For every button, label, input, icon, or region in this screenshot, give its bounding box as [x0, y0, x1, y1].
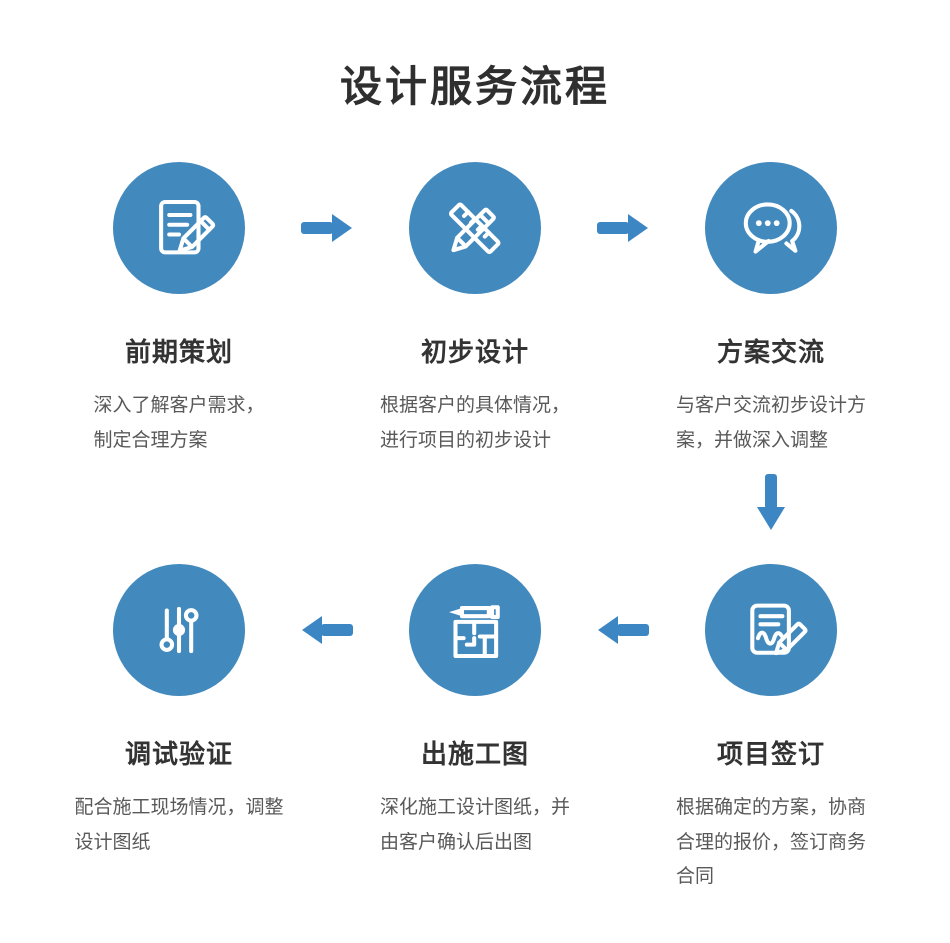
step-preliminary-design: 初步设计 根据客户的具体情况， 进行项目的初步设计: [355, 162, 595, 458]
step-title: 项目签订: [716, 739, 825, 770]
flow-connector-row: [0, 472, 950, 534]
flow-row-top: 前期策划 深入了解客户需求， 制定合理方案: [0, 162, 950, 458]
step-project-signing: 项目签订 根据确定的方案，协商 合理的报价，签订商务 合同: [651, 564, 891, 895]
step-circle: [409, 162, 541, 295]
floor-plan-pencil-icon: [449, 605, 500, 659]
arrow-left-icon: [299, 564, 355, 696]
step-title: 调试验证: [124, 739, 233, 770]
step-circle: [113, 162, 245, 295]
arrow-right-icon: [299, 162, 355, 294]
contract-signing-icon: [750, 603, 808, 656]
step-circle: [409, 564, 541, 697]
step-circle: [705, 564, 837, 697]
page-title: 设计服务流程: [339, 63, 610, 110]
step-description: 根据确定的方案，协商 合理的报价，签订商务 合同: [675, 797, 866, 888]
arrow-right-icon: [595, 162, 651, 294]
step-plan-communication: 方案交流 与客户交流初步设计方 案，并做深入调整: [651, 162, 891, 458]
step-description: 深化施工设计图纸，并 由客户确认后出图: [379, 797, 570, 853]
step-title: 前期策划: [124, 337, 233, 368]
step-title: 出施工图: [420, 739, 529, 770]
step-description: 与客户交流初步设计方 案，并做深入调整: [675, 395, 866, 451]
flow-row-bottom: 调试验证 配合施工现场情况，调整 设计图纸: [0, 564, 950, 895]
chat-bubbles-icon: [743, 202, 802, 254]
pencil-ruler-icon: [448, 202, 501, 255]
document-pencil-icon: [159, 200, 216, 255]
step-description: 深入了解客户需求， 制定合理方案: [93, 395, 265, 451]
step-circle: [705, 162, 837, 295]
step-description: 根据客户的具体情况， 进行项目的初步设计: [379, 395, 570, 451]
step-early-planning: 前期策划 深入了解客户需求， 制定合理方案: [59, 162, 299, 458]
step-description: 配合施工现场情况，调整 设计图纸: [74, 797, 284, 853]
arrow-down-icon: [651, 472, 891, 534]
step-construction-drawings: 出施工图 深化施工设计图纸，并 由客户确认后出图: [355, 564, 595, 895]
step-circle: [113, 564, 245, 697]
step-debug-verification: 调试验证 配合施工现场情况，调整 设计图纸: [59, 564, 299, 895]
step-title: 初步设计: [420, 337, 529, 368]
sliders-icon: [159, 607, 199, 654]
step-title: 方案交流: [716, 337, 825, 368]
arrow-left-icon: [595, 564, 651, 696]
